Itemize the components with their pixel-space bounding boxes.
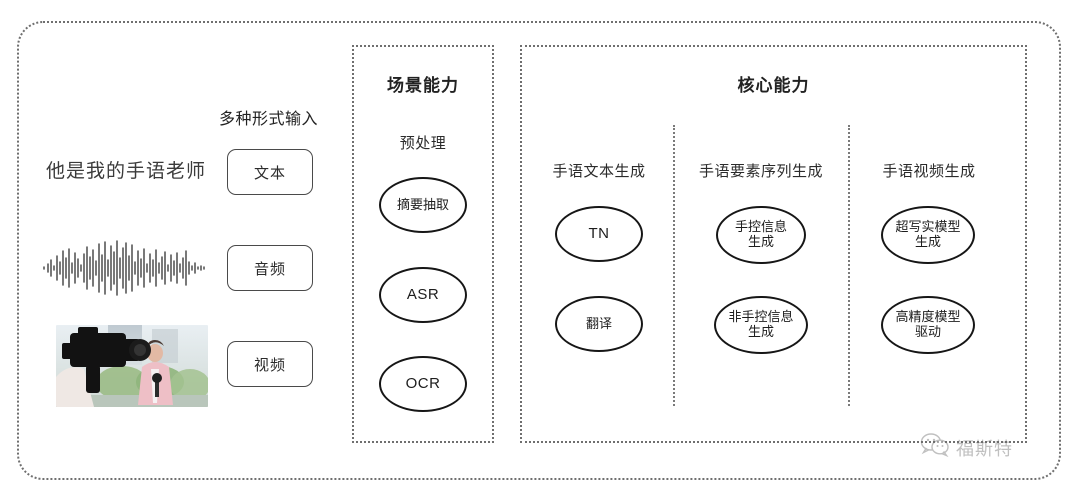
line-2: 生成	[747, 324, 774, 339]
scene-capability-title: 场景能力	[387, 76, 459, 95]
line-1: 超写实模型	[895, 219, 961, 235]
video-thumbnail-image	[56, 325, 208, 407]
input-modality-audio-label: 音频	[253, 260, 286, 278]
core-group-sign-element-sequence-label: 手语要素序列生成	[698, 163, 823, 180]
input-modality-video-label: 视频	[253, 356, 286, 374]
input-modality-text-label: 文本	[253, 164, 286, 182]
core-capability-panel: 核心能力	[520, 45, 1027, 443]
node-manual-info-generation-text: 手控信息生成	[727, 219, 795, 250]
node-translation[interactable]: 翻译	[555, 296, 643, 352]
core-column-divider-2	[848, 125, 850, 406]
node-non-manual-info-generation[interactable]: 非手控信息生成	[714, 296, 808, 354]
outer-dotted-frame	[17, 21, 1061, 480]
input-modality-video[interactable]: 视频	[227, 341, 313, 387]
core-group-sign-video-label: 手语视频生成	[882, 163, 976, 180]
input-section-heading: 多种形式输入	[219, 111, 319, 128]
node-ocr[interactable]: OCR	[379, 356, 467, 412]
node-tn[interactable]: TN	[555, 206, 643, 262]
core-column-divider-1	[673, 125, 675, 406]
input-modality-audio[interactable]: 音频	[227, 245, 313, 291]
node-hyperrealistic-model-generation-text: 超写实模型生成	[887, 219, 968, 250]
sample-sentence-text: 他是我的手语老师	[46, 161, 207, 182]
line-2: 驱动	[914, 324, 941, 339]
line-2: 生成	[914, 234, 941, 249]
watermark: 福斯特	[920, 432, 1013, 463]
line-1: 手控信息	[734, 219, 787, 235]
core-group-sign-text-label: 手语文本生成	[552, 163, 646, 180]
core-capability-title: 核心能力	[737, 76, 810, 95]
wechat-icon	[920, 432, 950, 463]
scene-group-preprocess-label: 预处理	[399, 135, 447, 152]
line-2: 生成	[747, 234, 774, 249]
node-summary-extraction[interactable]: 摘要抽取	[379, 177, 467, 233]
node-high-precision-model-driving[interactable]: 高精度模型驱动	[881, 296, 975, 354]
scene-capability-panel: 场景能力	[352, 45, 494, 443]
watermark-text: 福斯特	[956, 438, 1013, 459]
node-manual-info-generation[interactable]: 手控信息生成	[716, 206, 806, 264]
audio-waveform-icon	[42, 240, 210, 296]
node-hyperrealistic-model-generation[interactable]: 超写实模型生成	[881, 206, 975, 264]
input-modality-text[interactable]: 文本	[227, 149, 313, 195]
node-non-manual-info-generation-text: 非手控信息生成	[720, 309, 801, 340]
node-high-precision-model-driving-text: 高精度模型驱动	[887, 309, 968, 340]
node-asr[interactable]: ASR	[379, 267, 467, 323]
line-1: 高精度模型	[895, 309, 961, 325]
line-1: 非手控信息	[728, 309, 794, 325]
